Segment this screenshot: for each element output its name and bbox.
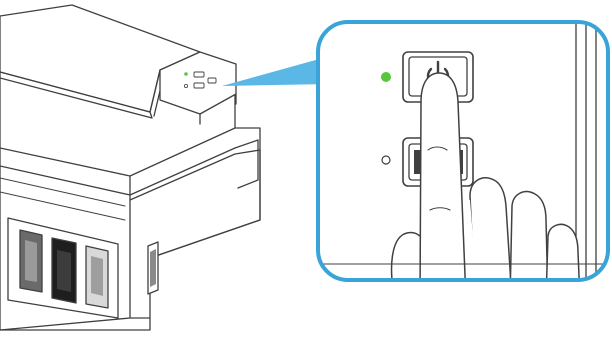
ink-tank-black-inner: [57, 250, 71, 292]
hand-finger-back-3: [546, 224, 580, 300]
callout-pointer: [222, 56, 330, 86]
printer: [0, 5, 260, 330]
printer-side-handle-inner: [150, 249, 156, 287]
stop-button-mark-left: [414, 150, 420, 174]
ink-tank-light-inner: [91, 256, 103, 296]
panel-button-stop: [194, 83, 204, 88]
lamp-off-icon: [382, 156, 390, 164]
ink-tank-cyan-gray-inner: [25, 240, 37, 282]
panel-lamp-off: [184, 84, 187, 87]
panel-power-lamp: [184, 72, 188, 76]
panel-button-small: [208, 78, 216, 83]
panel-button-power: [194, 72, 204, 77]
power-lamp-on-icon: [381, 72, 391, 82]
hand-finger-back-2: [510, 192, 548, 300]
zoom-callout: [318, 22, 608, 300]
